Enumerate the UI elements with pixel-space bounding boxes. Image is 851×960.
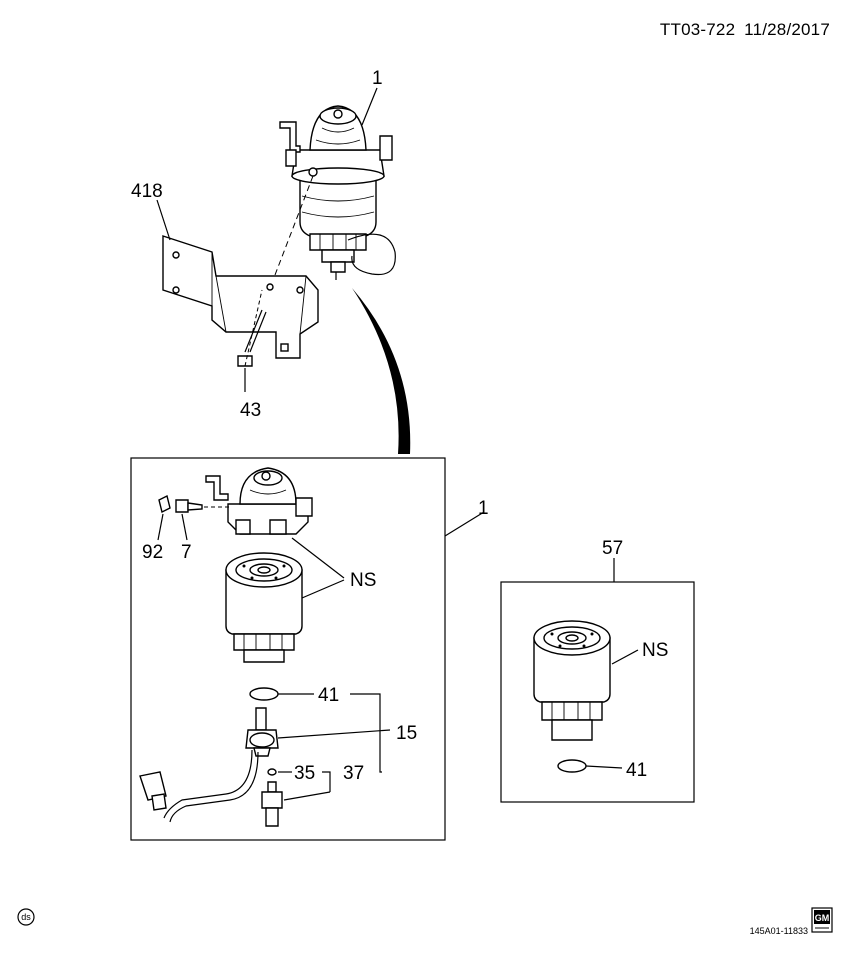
callout-7: 7 <box>181 542 192 563</box>
plug <box>158 494 171 514</box>
leader-7 <box>181 513 188 541</box>
bracket-35-37 <box>322 771 331 792</box>
ds-logo: ds <box>17 908 35 926</box>
leader-41-right <box>585 765 623 769</box>
header: TT03-722 11/28/2017 <box>656 20 830 40</box>
callout-1-box: 1 <box>478 498 489 519</box>
callout-41-right: 41 <box>626 760 647 781</box>
fuel-filter-assembly-top <box>279 105 396 280</box>
callout-1-top: 1 <box>372 68 383 89</box>
ref-code: 145A01-11833 <box>750 926 808 936</box>
mounting-bracket <box>162 235 319 359</box>
doc-date: 11/28/2017 <box>744 20 830 39</box>
callout-15: 15 <box>396 723 417 744</box>
leader-418 <box>156 199 171 241</box>
bleed-screw <box>175 499 230 513</box>
callout-35: 35 <box>294 763 315 784</box>
service-filter-box <box>500 581 695 803</box>
callout-418: 418 <box>131 181 163 202</box>
callout-ns-right: NS <box>642 640 668 661</box>
leader-92 <box>157 513 164 541</box>
leader-ns-head <box>291 537 345 579</box>
service-filter-element <box>533 620 611 741</box>
drain-plug <box>261 781 283 827</box>
doc-id: TT03-722 <box>659 20 736 39</box>
callout-37: 37 <box>343 763 364 784</box>
leader-15 <box>277 729 391 739</box>
ds-logo-text: ds <box>21 912 31 922</box>
bracket-41-37 <box>350 693 382 773</box>
callout-92: 92 <box>142 542 163 563</box>
callout-ns: NS <box>350 570 376 591</box>
leader-1-top <box>361 87 378 126</box>
water-sensor <box>245 707 279 757</box>
gm-logo: GM <box>811 907 833 933</box>
callout-41-box: 41 <box>318 685 339 706</box>
detail-arrow <box>352 288 411 454</box>
leader-37-lower <box>283 791 331 801</box>
leader-1-box <box>444 511 485 537</box>
o-ring <box>249 687 279 701</box>
leader-ns-filter <box>301 579 345 599</box>
filter-element <box>225 552 303 663</box>
bolt <box>237 289 267 367</box>
detail-box <box>130 457 446 841</box>
small-o-ring <box>267 768 277 776</box>
sensor-harness <box>139 749 259 823</box>
leader-ns-right <box>611 649 639 665</box>
callout-57: 57 <box>602 538 623 559</box>
callout-43: 43 <box>240 400 261 421</box>
filter-head <box>205 467 313 535</box>
gm-logo-text: GM <box>815 913 830 923</box>
service-o-ring <box>557 759 587 773</box>
